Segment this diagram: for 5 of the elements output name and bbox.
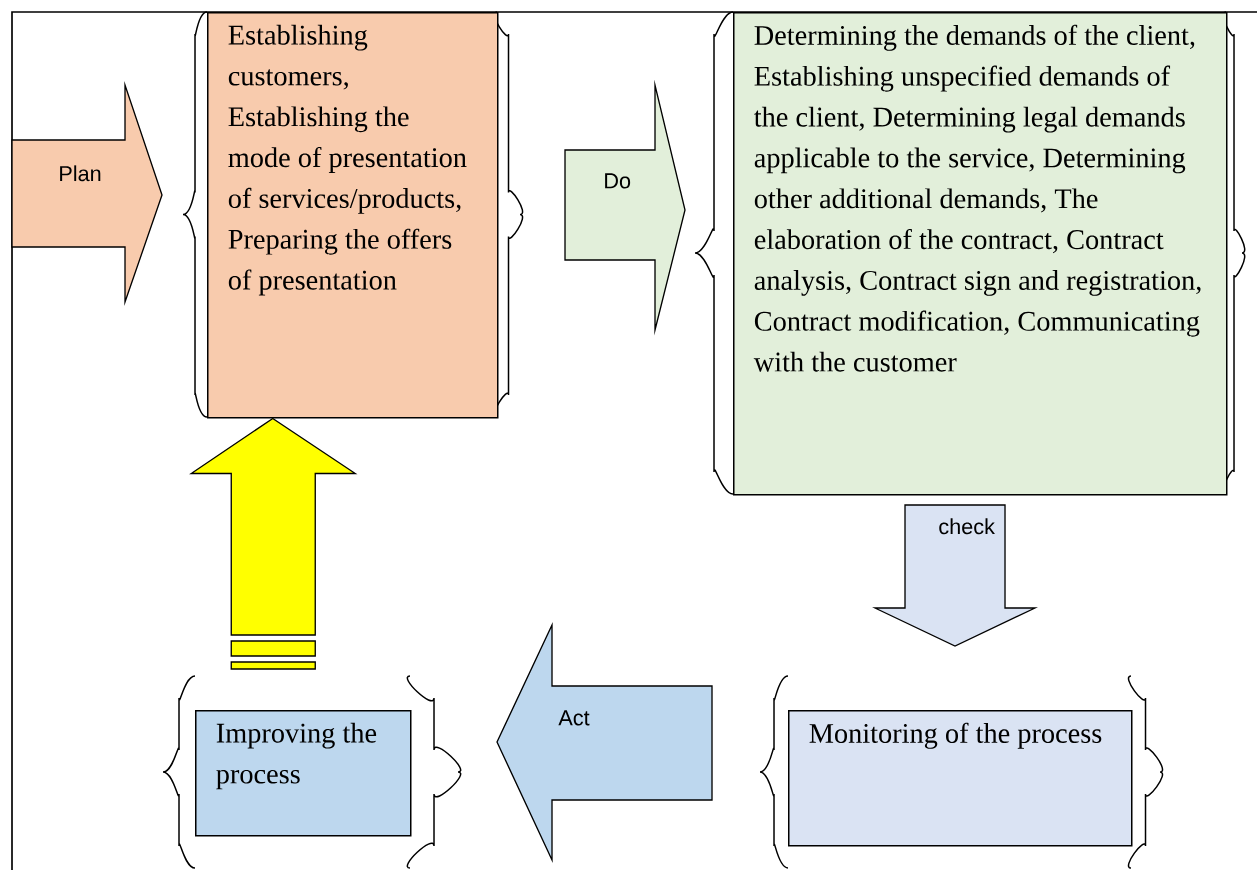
- text-box: Determining the demands of the client, Establishing unspecified demands of the client, Determining legal demands applicable to the service, Determining other additional demands, The elaboration of the contract, Contract analysis, Contract sign and registration, Contract modification, Communicating with the customer: [733, 12, 1228, 496]
- text-box: Monitoring of the process: [788, 710, 1133, 847]
- block-arrow: [189, 417, 358, 670]
- text-box: Establishing customers, Establishing the mode of presentation of services/products, Preparing the offers of presentation: [207, 12, 499, 419]
- text-box: Improving the process: [195, 710, 412, 837]
